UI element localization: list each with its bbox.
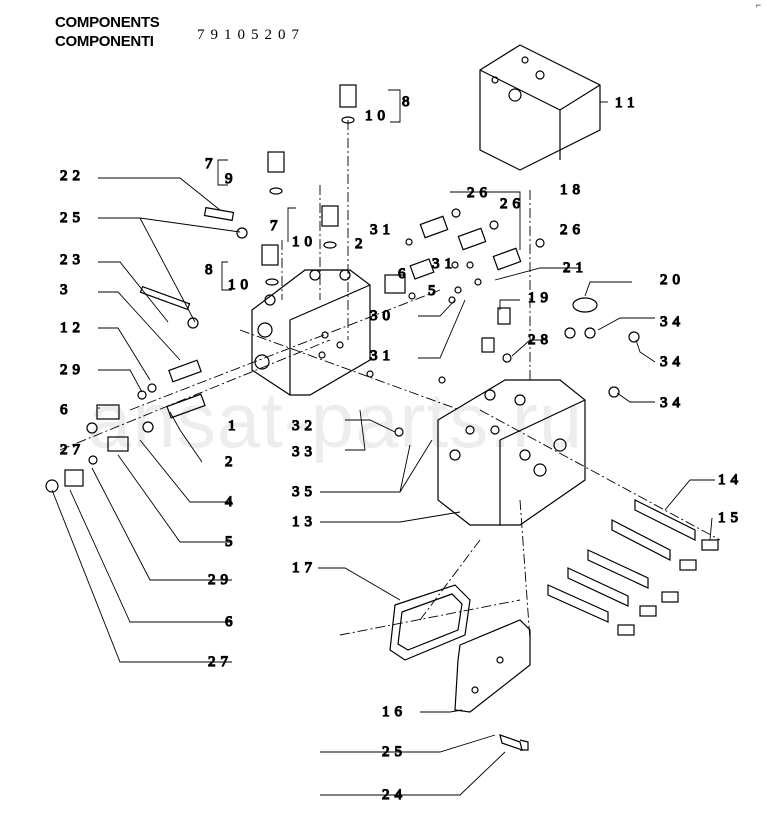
header-title-it: COMPONENTI: [55, 33, 154, 50]
label-35: 35: [292, 484, 317, 500]
label-29: 29: [208, 572, 233, 588]
label-2: 2: [225, 454, 238, 470]
label-16: 16: [382, 704, 407, 720]
label-8: 8: [402, 94, 415, 110]
label-5: 5: [225, 534, 238, 550]
label-27: 27: [60, 442, 85, 458]
label-10: 10: [228, 277, 253, 293]
label-5: 5: [428, 283, 441, 299]
label-34: 34: [660, 395, 685, 411]
label-6: 6: [398, 266, 411, 282]
label-26: 26: [500, 196, 525, 212]
label-12: 12: [60, 320, 85, 336]
part-17-gasket: [389, 584, 471, 661]
left-small-parts: [45, 206, 248, 493]
label-9: 9: [225, 171, 238, 187]
label-31: 31: [370, 222, 395, 238]
label-26: 26: [560, 222, 585, 238]
label-7: 7: [270, 218, 283, 234]
label-22: 22: [60, 168, 85, 184]
label-15: 15: [718, 510, 743, 526]
label-32: 32: [292, 418, 317, 434]
label-14: 14: [718, 472, 743, 488]
label-31: 31: [432, 256, 457, 272]
part-1-left-body: [251, 269, 371, 396]
label-10: 10: [365, 108, 390, 124]
label-1: 1: [228, 418, 241, 434]
label-23: 23: [60, 252, 85, 268]
label-4: 4: [225, 494, 238, 510]
part-code: 79105207: [197, 27, 305, 43]
label-25: 25: [60, 210, 85, 226]
label-3: 3: [60, 282, 73, 298]
label-21: 21: [563, 260, 588, 276]
label-11: 11: [615, 95, 639, 111]
label-29: 29: [60, 362, 85, 378]
label-33: 33: [292, 444, 317, 460]
label-25: 25: [382, 744, 407, 760]
label-34: 34: [660, 314, 685, 330]
label-10: 10: [292, 234, 317, 250]
label-18: 18: [560, 182, 585, 198]
label-27: 27: [208, 654, 233, 670]
label-31: 31: [370, 348, 395, 364]
label-6: 6: [225, 614, 238, 630]
callout-labels: 11 8 10 7 9 22 25 7 10 2 31 26 26 18 26 …: [59, 93, 743, 803]
label-7: 7: [205, 156, 218, 172]
leader-lines: [51, 89, 715, 796]
part-16-cover-plate: [454, 619, 531, 713]
part-15-springs: [617, 539, 719, 636]
label-34: 34: [660, 354, 685, 370]
label-2: 2: [355, 236, 368, 252]
label-19: 19: [528, 290, 553, 306]
label-17: 17: [292, 560, 317, 576]
label-26: 26: [467, 185, 492, 201]
part-13-main-body: [437, 379, 586, 526]
label-30: 30: [370, 308, 395, 324]
header-title-en: COMPONENTS: [55, 14, 160, 31]
corner-mark: ⌐: [755, 0, 761, 10]
top-fittings: [261, 84, 640, 437]
label-24: 24: [382, 787, 407, 803]
label-13: 13: [292, 514, 317, 530]
label-20: 20: [660, 272, 685, 288]
part-24-screw: [499, 734, 529, 751]
label-6: 6: [60, 402, 73, 418]
part-14-spools: [547, 499, 696, 623]
axis-lines: [59, 120, 721, 641]
label-28: 28: [528, 332, 553, 348]
label-8: 8: [205, 262, 218, 278]
part-11-cover: [479, 44, 601, 171]
